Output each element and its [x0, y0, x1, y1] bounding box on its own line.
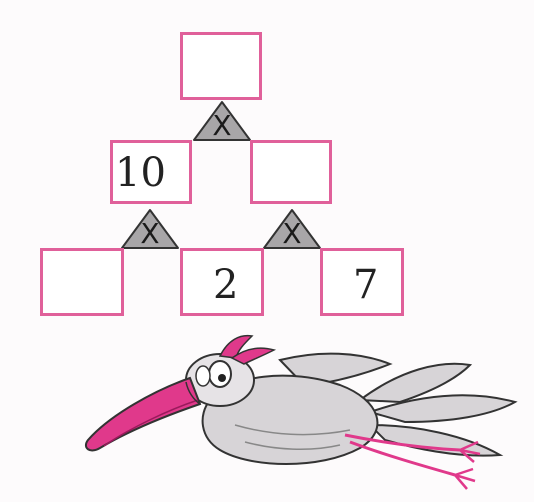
pyramid-middle-right-box[interactable] — [250, 140, 332, 204]
pyramid-bottom-middle-value: 2 — [213, 265, 238, 305]
lying-bird-icon — [60, 330, 530, 500]
operator-label: X — [262, 220, 322, 248]
operator-label: X — [192, 112, 252, 140]
multiply-operator-top: X — [192, 100, 252, 142]
pyramid-bottom-right-box[interactable]: 7 — [320, 248, 404, 316]
pyramid-bottom-middle-box[interactable]: 2 — [180, 248, 264, 316]
pyramid-middle-left-value: 10 — [115, 153, 166, 193]
operator-label: X — [120, 220, 180, 248]
pyramid-middle-left-box[interactable]: 10 — [110, 140, 192, 204]
multiply-operator-left: X — [120, 208, 180, 250]
multiply-operator-right: X — [262, 208, 322, 250]
pyramid-bottom-right-value: 7 — [353, 265, 378, 305]
pyramid-bottom-left-box[interactable] — [40, 248, 124, 316]
pyramid-top-box[interactable] — [180, 32, 262, 100]
